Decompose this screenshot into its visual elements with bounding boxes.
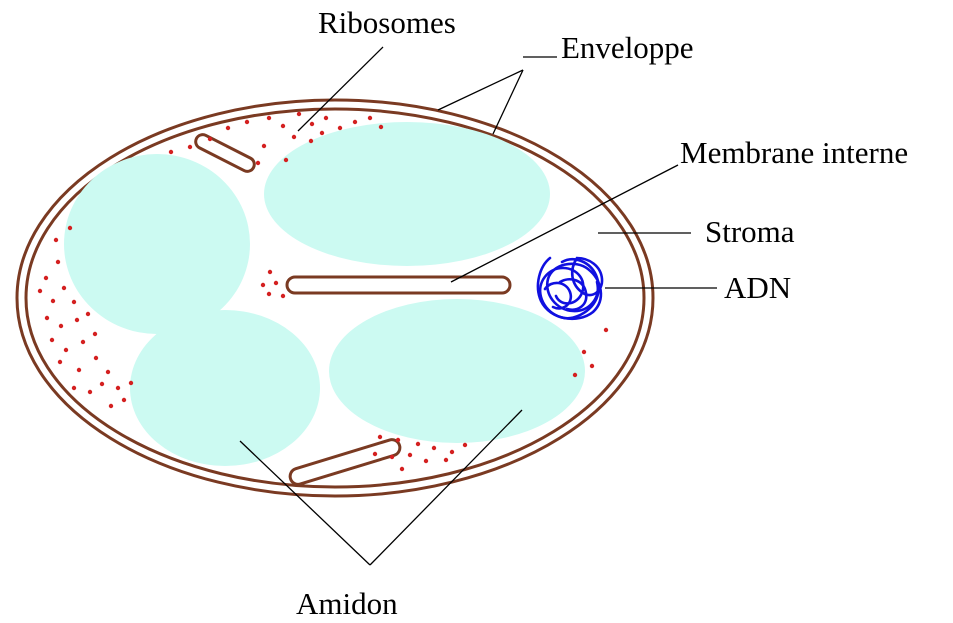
ribosome-dot [75,318,79,322]
ribosome-dot [590,364,594,368]
ribosome-dot [38,289,42,293]
ribosome-dot [81,340,85,344]
ribosome-dot [100,382,104,386]
ribosome-dot [390,455,394,459]
starch-grain-bottom-right [329,299,585,443]
ribosome-dot [54,238,58,242]
ribosome-dot [122,398,126,402]
ribosome-dot [62,286,66,290]
ribosome-dot [320,131,324,135]
ribosome-dot [88,390,92,394]
ribosome-dot [368,116,372,120]
ribosome-dot [267,292,271,296]
ribosome-dot [400,467,404,471]
adn-label: ADN [724,270,791,305]
ribosome-dot [188,145,192,149]
ribosome-dot [261,283,265,287]
ribosome-dot [68,226,72,230]
ribosome-dot [268,270,272,274]
ribosome-dot [129,381,133,385]
ribosome-dot [72,300,76,304]
ribosome-dot [424,459,428,463]
ribosome-dot [378,435,382,439]
enveloppe-label: Enveloppe [561,30,694,65]
ribosomes-label: Ribosomes [318,5,456,40]
ribosome-dot [50,338,54,342]
ribosome-dot [416,442,420,446]
starch-grain-bottom-left [130,310,320,466]
ribosome-dot [262,144,266,148]
ribosome-dot [267,116,271,120]
ribosome-dot [379,125,383,129]
ribosome-dot [310,122,314,126]
ribosome-dot [284,158,288,162]
ribosome-dot [324,116,328,120]
ribosome-dot [51,299,55,303]
enveloppe-leader-inner [493,70,523,134]
ribosome-dot [408,453,412,457]
ribosome-dot [58,360,62,364]
stroma-label: Stroma [705,214,795,249]
ribosome-dot [582,350,586,354]
ribosome-dot [106,370,110,374]
ribosome-dot [56,260,60,264]
ribosome-dot [59,324,63,328]
ribosome-dot [274,281,278,285]
ribosome-dot [450,450,454,454]
ribosome-dot [93,332,97,336]
ribosome-dot [353,120,357,124]
starch-grain-left [64,154,250,334]
enveloppe-leader-outer [438,70,523,110]
ribosome-dot [432,446,436,450]
ribosome-dot [208,137,212,141]
ribosome-dot [72,386,76,390]
ribosome-dot [45,316,49,320]
membrane-interne-label: Membrane interne [680,135,908,170]
ribosome-dot [281,294,285,298]
ribosome-dot [297,112,301,116]
internal-membrane-central [287,277,510,293]
ribosome-dot [292,135,296,139]
ribosome-dot [281,124,285,128]
ribosome-dot [309,139,313,143]
ribosome-dot [604,328,608,332]
ribosome-dot [169,150,173,154]
ribosome-dot [444,458,448,462]
ribosome-dot [245,120,249,124]
ribosome-dot [396,438,400,442]
ribosome-dot [109,404,113,408]
starch-grain-top-right [264,122,550,266]
ribosome-dot [64,348,68,352]
ribosome-dot [86,312,90,316]
ribosome-dot [94,356,98,360]
ribosome-dot [373,452,377,456]
amidon-label: Amidon [296,586,398,621]
ribosome-dot [116,386,120,390]
ribosome-dot [44,276,48,280]
ribosome-dot [463,443,467,447]
ribosome-dot [226,126,230,130]
ribosome-dot [338,126,342,130]
ribosome-dot [77,368,81,372]
ribosome-dot [256,161,260,165]
ribosome-dot [573,373,577,377]
